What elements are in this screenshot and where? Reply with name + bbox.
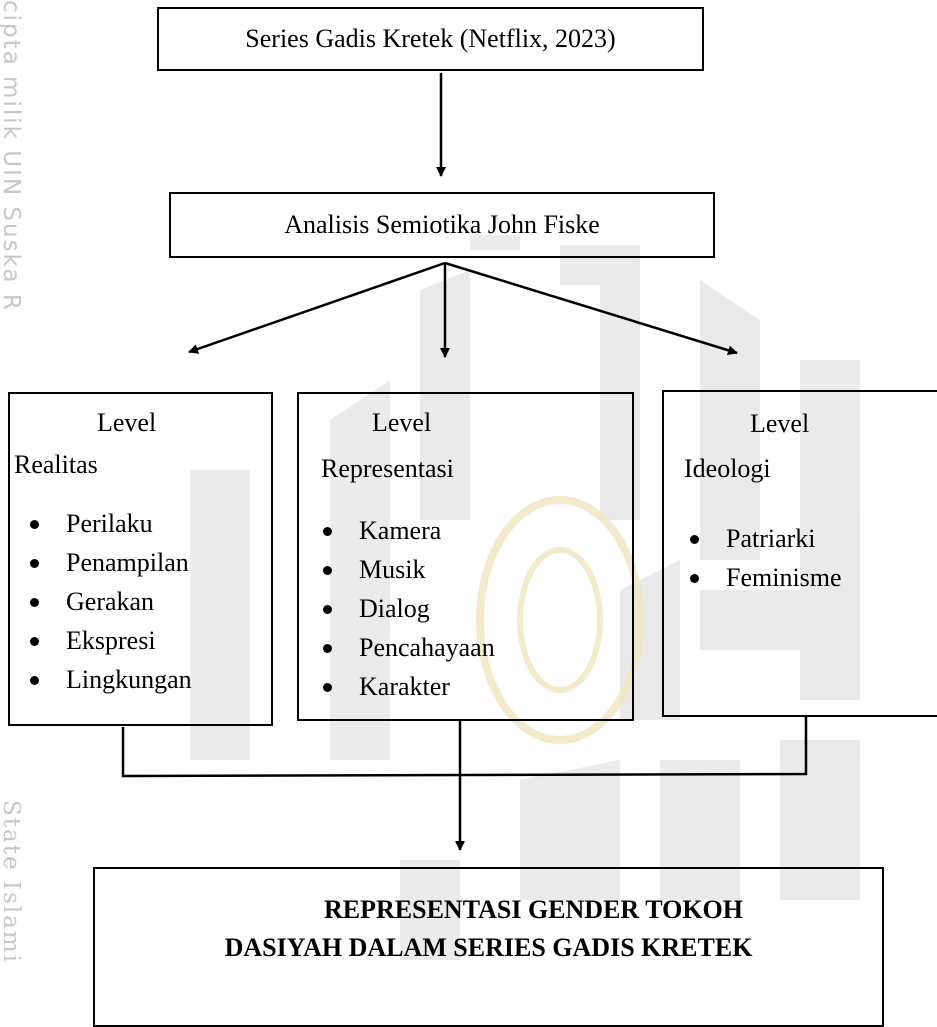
list-item: Penampilan <box>18 543 192 582</box>
level-items-list: Patriarki Feminisme <box>678 519 842 597</box>
source-label: Series Gadis Kretek (Netflix, 2023) <box>245 24 616 53</box>
list-item: Perilaku <box>18 504 192 543</box>
list-item: Ekspresi <box>18 621 192 660</box>
level-realitas-box: Level Realitas Perilaku Penampilan Gerak… <box>8 392 273 726</box>
level-title: Level <box>750 409 810 438</box>
level-title: Level <box>97 408 157 437</box>
watermark-side-text: cipta milik UIN Suska R <box>0 0 24 312</box>
level-subtitle: Representasi <box>321 454 454 483</box>
list-item: Pencahayaan <box>311 628 495 667</box>
conclusion-line-2: DASIYAH DALAM SERIES GADIS KRETEK <box>224 933 753 962</box>
method-label: Analisis Semiotika John Fiske <box>284 210 600 239</box>
level-ideologi-box: Level Ideologi Patriarki Feminisme <box>662 390 937 717</box>
list-item: Kamera <box>311 511 495 550</box>
list-item: Karakter <box>311 667 495 706</box>
conclusion-box: REPRESENTASI GENDER TOKOH DASIYAH DALAM … <box>93 867 884 1027</box>
level-title: Level <box>372 408 432 437</box>
method-box: Analisis Semiotika John Fiske <box>169 192 715 258</box>
level-subtitle: Realitas <box>14 450 98 479</box>
arrow-method-to-realitas <box>188 261 446 354</box>
list-item: Feminisme <box>678 558 842 597</box>
list-item: Lingkungan <box>18 660 192 699</box>
list-item: Musik <box>311 550 495 589</box>
source-box: Series Gadis Kretek (Netflix, 2023) <box>157 7 704 71</box>
arrow-method-to-ideologi <box>444 261 738 356</box>
conclusion-text: REPRESENTASI GENDER TOKOH DASIYAH DALAM … <box>95 891 882 967</box>
line-realitas-to-bus <box>121 717 808 778</box>
level-items-list: Kamera Musik Dialog Pencahayaan Karakter <box>311 511 495 706</box>
list-item: Dialog <box>311 589 495 628</box>
conclusion-line-1: REPRESENTASI GENDER TOKOH <box>324 895 743 924</box>
list-item: Patriarki <box>678 519 842 558</box>
level-items-list: Perilaku Penampilan Gerakan Ekspresi Lin… <box>18 504 192 699</box>
level-subtitle: Ideologi <box>684 454 771 483</box>
list-item: Gerakan <box>18 582 192 621</box>
level-representasi-box: Level Representasi Kamera Musik Dialog P… <box>297 392 634 721</box>
watermark-side-text-bottom: State Islami <box>0 800 24 964</box>
